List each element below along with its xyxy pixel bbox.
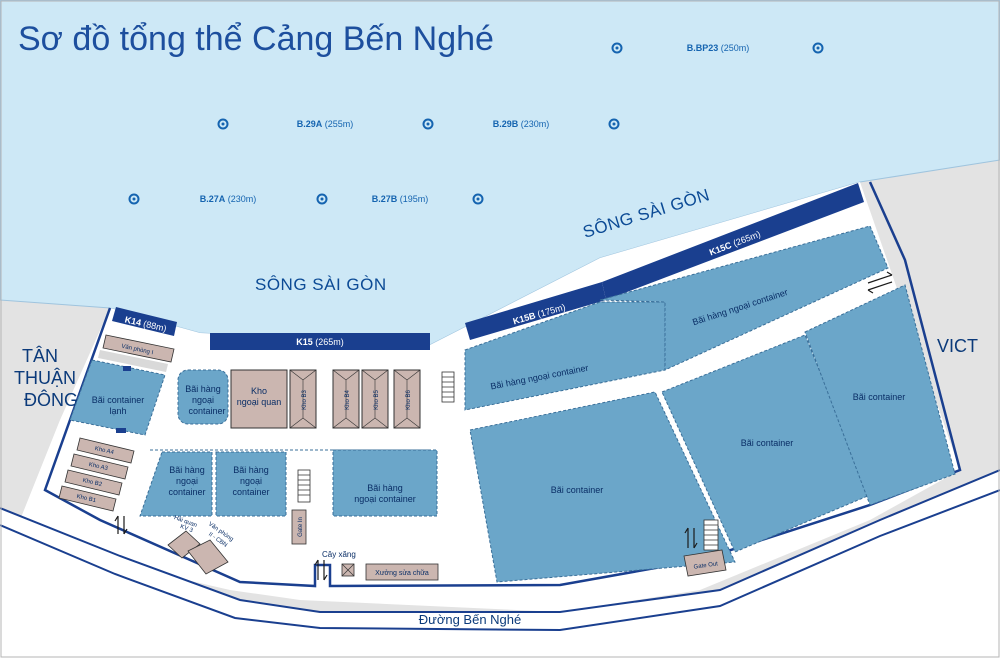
svg-text:Kho B2: Kho B2 [82,478,103,488]
river-label-1: SÔNG SÀI GÒN [255,275,387,294]
svg-text:ngoại: ngoại [240,476,262,486]
svg-text:Bãi hàng: Bãi hàng [185,384,221,394]
office-forecourt [98,350,168,372]
svg-text:Kho B3: Kho B3 [302,389,308,409]
buoy-icon [608,118,620,130]
buoy-icon [422,118,434,130]
road-edge-top [0,469,1000,613]
gate-out: Gate Out [683,549,727,577]
container-yard-3: Bãi container [804,284,956,506]
svg-text:Kho B1: Kho B1 [76,494,97,504]
warehouse-b1: Kho B1 [58,485,117,512]
buoy-icon [217,118,229,130]
map-title: Sơ đồ tổng thể Cảng Bến Nghé [18,20,494,58]
reefer-plug-icon [123,366,131,371]
fuel-station-label: Cây xăng [322,550,356,559]
warehouse-b4: Kho B4 [332,369,360,429]
small-warehouses: Kho A4 Kho A3 Kho B2 Kho B1 [58,437,135,512]
svg-text:Kho B6: Kho B6 [406,389,412,409]
buoy-icon [812,42,824,54]
svg-text:Bãi hàng: Bãi hàng [233,465,269,475]
warehouse-a3: Kho A3 [70,453,129,480]
svg-text:ngoại quan: ngoại quan [237,397,282,407]
yard-mid-3: Bãi hàng ngoại container [332,449,438,517]
bonded-warehouse: Kho ngoại quan [230,369,288,429]
office-1: Văn phòng I [102,334,175,363]
svg-text:Gate Out: Gate Out [693,561,718,570]
reefer-yard: Bãi container lạnh [69,359,166,436]
svg-text:K15 (265m): K15 (265m) [296,337,344,347]
svg-text:container: container [168,487,205,497]
svg-text:Kho B5: Kho B5 [374,389,380,409]
stair-1-steps [442,376,454,398]
berth-27b: B.27B (195m) [372,194,429,204]
svg-text:Xưởng sửa chữa: Xưởng sửa chữa [375,569,429,577]
svg-text:container: container [232,487,269,497]
buoy-icon [611,42,623,54]
arrow-two-way-icon [114,515,128,535]
strip-yard-1: Bãi hàng ngoại container [464,301,666,411]
svg-text:Kho B4: Kho B4 [345,389,351,409]
svg-text:ngoại container: ngoại container [354,494,416,504]
side-label-right: VICT [937,336,978,356]
svg-text:Kho A4: Kho A4 [94,446,115,456]
berth-bp23: B.BP23 (250m) [687,43,750,53]
stair-2 [297,469,311,503]
workshop: Xưởng sửa chữa [365,563,439,581]
svg-text:Bãi hàng: Bãi hàng [367,483,403,493]
svg-text:Bãi hàng: Bãi hàng [169,465,205,475]
road-label: Đường Bến Nghé [419,612,522,627]
reefer-plug-icon [116,428,126,433]
warehouse-b2: Kho B2 [64,469,123,496]
buoy-icon [316,193,328,205]
berth-29a: B.29A (255m) [297,119,354,129]
gate-in: Gate In [291,509,307,545]
side-label-left-1: TÂN [22,346,58,366]
warehouse-b3: Kho B3 [289,369,317,429]
quay-k15: K15 (265m) [210,333,430,350]
arrow-two-way-icon [314,559,328,581]
arrow-two-way-icon [867,271,893,294]
road-edge-bottom [0,489,1000,632]
svg-text:lạnh: lạnh [109,406,126,416]
stair-3-steps [704,524,718,546]
svg-text:Gate In: Gate In [298,517,304,537]
svg-text:container: container [188,406,225,416]
svg-text:ngoại: ngoại [176,476,198,486]
mooring-buoys [128,42,824,205]
bonded-yard: Bãi hàng ngoại container [177,369,229,425]
svg-text:Kho A3: Kho A3 [88,462,109,472]
side-label-left-3: ĐÔNG [24,389,78,410]
warehouse-b5: Kho B5 [361,369,389,429]
fuel-station-mark [341,563,355,577]
svg-text:ngoại: ngoại [192,395,214,405]
warehouse-a4: Kho A4 [76,437,135,464]
yard-mid-2: Bãi hàng ngoại container [215,451,287,517]
strip-yard-2: Bãi hàng ngoại container [599,225,889,371]
svg-text:Kho: Kho [251,386,267,396]
container-yard-1: Bãi container [469,391,736,583]
warehouse-b6: Kho B6 [393,369,421,429]
buoy-icon [472,193,484,205]
yard-mid-1: Bãi hàng ngoại container [139,451,213,517]
arrow-two-way-icon [684,527,698,549]
svg-text:Bãi container: Bãi container [741,438,794,448]
road-area [0,470,1000,658]
stair-2-steps [298,474,310,496]
berth-27a: B.27A (230m) [200,194,257,204]
side-label-left-2: THUẬN [14,368,76,388]
buoy-icon [128,193,140,205]
svg-text:Bãi container: Bãi container [92,395,145,405]
svg-text:Bãi container: Bãi container [551,485,604,495]
quay-k15c: K15C (265m) [602,183,864,300]
berth-29b: B.29B (230m) [493,119,550,129]
svg-text:Bãi container: Bãi container [853,392,906,402]
svg-text:KV 3: KV 3 [179,524,194,534]
